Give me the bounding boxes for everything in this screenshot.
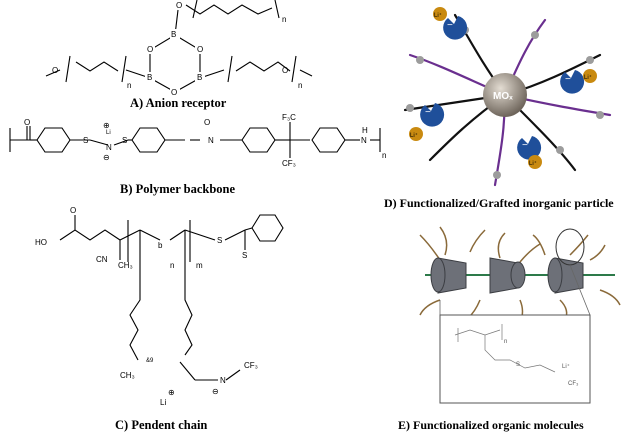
atom-o: O [24,118,30,127]
svg-text:n: n [504,339,507,345]
atom-b-right: B [197,73,202,82]
group-ch3: CH₃ [118,261,133,270]
atom-s: S [242,251,247,260]
anion-group: − Li⁺ [560,69,597,94]
metal-oxide-core [483,73,527,117]
group-cf3: CF₃ [282,159,296,168]
repeat-n: n [127,81,131,90]
atom-b-top: B [171,30,176,39]
cone-ring [510,261,526,289]
svg-text:Li⁺: Li⁺ [584,74,592,81]
group-cf3: CF₃ [244,361,258,370]
group-ch3: CH₃ [120,371,135,380]
anion-group: − Li⁺ [409,103,445,141]
label-block: b [158,241,163,250]
atom-n: N [208,136,214,145]
repeat-m: m [196,261,203,270]
caption-e: E) Functionalized organic molecules [398,418,584,432]
charge-minus: ⊖ [212,387,219,396]
atom-b-left: B [147,73,152,82]
repeat-9: &9 [146,358,154,364]
group-cn: CN [96,255,108,264]
charge-plus: ⊕ [168,388,175,397]
atom-n: N [220,376,226,385]
atom-s: S [83,136,88,145]
group-ho: HO [35,238,47,247]
atom-o: O [70,206,76,215]
atom-o: O [204,118,210,127]
anion-group: − Li⁺ [433,7,468,40]
atom-o: O [171,88,177,97]
highlight-circle [555,228,585,266]
label-li: Li [106,130,111,136]
caption-d: D) Functionalized/Grafted inorganic part… [384,196,614,210]
atom-o: O [176,1,182,10]
atom-o: O [52,66,58,75]
atom-h: H [362,126,368,135]
svg-text:Li⁺: Li⁺ [410,132,418,139]
label-li: Li [160,398,166,407]
core-label: MOₓ [493,91,513,102]
repeat-n: n [170,261,174,270]
atom-s: S [217,236,222,245]
atom-s: S [122,136,127,145]
atom-o: O [197,45,203,54]
atom-o: O [147,45,153,54]
caption-a: A) Anion receptor [130,96,227,110]
cone-ring [430,257,446,293]
anion-group: − Li⁺ [517,136,542,169]
atom-n: N [106,143,112,152]
group-cf3: F₃C [282,113,296,122]
charge-minus: ⊖ [103,153,110,162]
svg-text:−: − [565,74,571,85]
repeat-n: n [382,151,386,160]
svg-text:Li⁺: Li⁺ [529,160,537,167]
charge-plus: ⊕ [103,121,110,130]
caption-b: B) Polymer backbone [120,182,236,196]
svg-text:S: S [516,362,520,368]
atom-n: N [361,136,367,145]
svg-text:−: − [447,20,453,31]
repeat-n: n [298,81,302,90]
atom-o: O [282,66,288,75]
svg-text:−: − [425,107,431,118]
cone-ring [547,257,563,293]
repeat-n: n [282,15,286,24]
svg-text:CF₃: CF₃ [568,381,579,387]
zoom-box [439,314,591,404]
svg-text:−: − [522,140,528,151]
caption-c: C) Pendent chain [115,418,208,432]
svg-text:Li⁺: Li⁺ [434,12,442,19]
svg-text:Li⁺: Li⁺ [562,363,570,370]
